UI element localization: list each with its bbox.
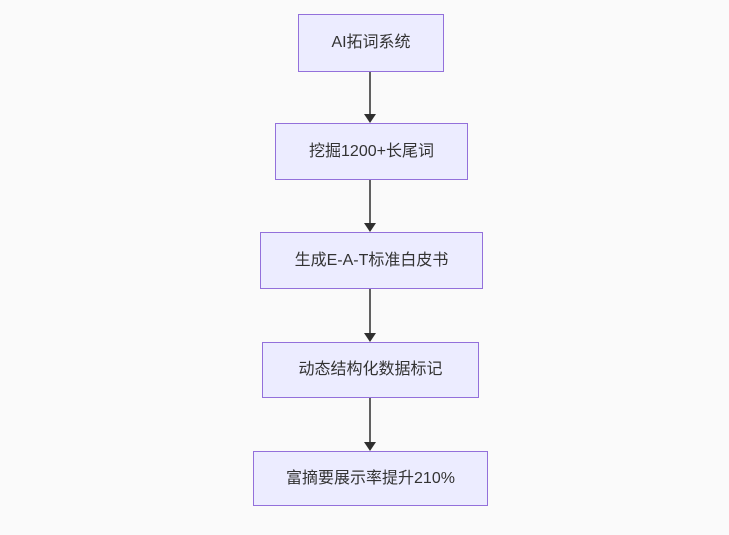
flow-edge-3 <box>369 289 371 333</box>
flow-node-label: AI拓词系统 <box>331 34 411 51</box>
arrowhead-down-icon <box>364 442 376 451</box>
flow-node-eat-whitepaper: 生成E-A-T标准白皮书 <box>260 232 483 289</box>
flow-node-rich-snippet-result: 富摘要展示率提升210% <box>253 451 488 506</box>
flow-node-longtail-mining: 挖掘1200+长尾词 <box>275 123 468 180</box>
arrowhead-down-icon <box>364 333 376 342</box>
flow-edge-1 <box>369 72 371 114</box>
arrowhead-down-icon <box>364 223 376 232</box>
flow-edge-2 <box>369 180 371 223</box>
arrowhead-down-icon <box>364 114 376 123</box>
flow-edge-4 <box>369 398 371 442</box>
flow-node-ai-word-expansion: AI拓词系统 <box>298 14 444 72</box>
flow-node-label: 挖掘1200+长尾词 <box>309 142 434 160</box>
flow-node-label: 生成E-A-T标准白皮书 <box>294 251 449 269</box>
flow-node-structured-data-markup: 动态结构化数据标记 <box>262 342 479 398</box>
flow-node-label: 动态结构化数据标记 <box>298 361 443 378</box>
flow-node-label: 富摘要展示率提升210% <box>286 469 455 487</box>
